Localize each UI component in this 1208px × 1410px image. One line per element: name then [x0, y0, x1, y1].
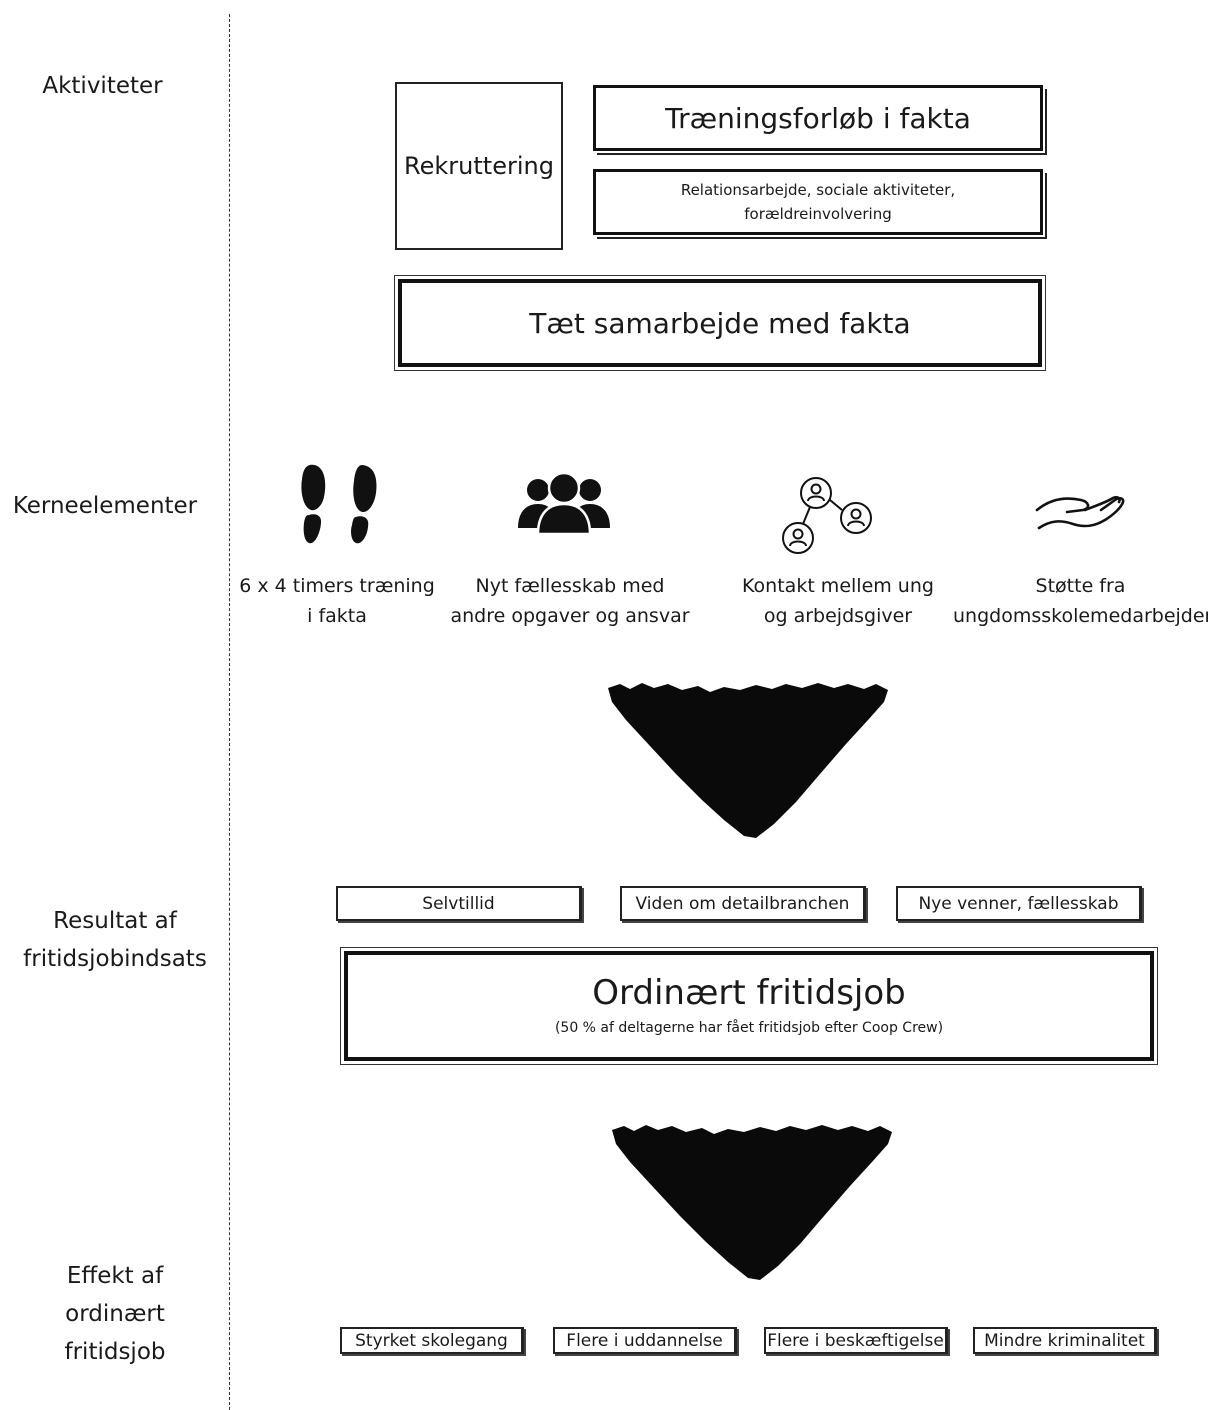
result-item: Selvtillid — [336, 886, 582, 921]
samarbejde-label: Tæt samarbejde med fakta — [529, 306, 911, 340]
effect-item: Flere i beskæftigelse — [764, 1327, 948, 1354]
group-icon — [518, 472, 610, 534]
result-item-label: Selvtillid — [422, 893, 495, 914]
row-label-aktiviteter: Aktiviteter — [42, 73, 163, 99]
down-triangle-arrow — [612, 1125, 892, 1280]
traeningsforloeb-box: Træningsforløb i fakta — [593, 85, 1043, 151]
footprints-icon — [301, 464, 377, 544]
effect-item-label: Styrket skolegang — [355, 1330, 508, 1351]
result-item-label: Nye venner, fællesskab — [918, 893, 1119, 914]
relationsarbejde-box: Relationsarbejde, sociale aktiviteter, f… — [593, 169, 1043, 235]
ordinaert-fritidsjob-box: Ordinært fritidsjob (50 % af deltagerne … — [340, 947, 1158, 1065]
effect-item-label: Flere i beskæftigelse — [767, 1330, 944, 1351]
effect-item-label: Mindre kriminalitet — [984, 1330, 1145, 1351]
samarbejde-box: Tæt samarbejde med fakta — [394, 275, 1046, 371]
dashed-divider — [229, 14, 230, 1410]
result-item: Viden om detailbranchen — [620, 886, 866, 921]
row-label-effekt: Effekt af ordinært fritidsjob — [64, 1263, 166, 1365]
result-item: Nye venner, fællesskab — [896, 886, 1142, 921]
network-icon — [782, 477, 872, 554]
effect-item: Flere i uddannelse — [553, 1327, 737, 1354]
helping-hand-icon — [1035, 495, 1125, 530]
effect-item-label: Flere i uddannelse — [566, 1330, 723, 1351]
row-label-resultat: Resultat af fritidsjobindsats — [23, 908, 207, 972]
effect-item: Styrket skolegang — [340, 1327, 524, 1354]
rekruttering-box: Rekruttering — [395, 82, 563, 250]
ordinaert-fritidsjob-subtitle: (50 % af deltagerne har fået fritidsjob … — [554, 1020, 944, 1036]
result-item-label: Viden om detailbranchen — [635, 893, 850, 914]
core-element-label: Støtte fra ungdomsskolemedarbejder — [953, 575, 1208, 627]
effect-item: Mindre kriminalitet — [973, 1327, 1157, 1354]
core-element-label: Nyt fællesskab med andre opgaver og ansv… — [450, 575, 690, 627]
rekruttering-label: Rekruttering — [404, 152, 554, 180]
ordinaert-fritidsjob-title: Ordinært fritidsjob — [592, 973, 906, 1013]
core-element-label: 6 x 4 timers træning i fakta — [239, 575, 435, 627]
row-label-kerneelementer: Kerneelementer — [12, 493, 198, 519]
traeningsforloeb-label: Træningsforløb i fakta — [665, 101, 971, 135]
relationsarbejde-label: Relationsarbejde, sociale aktiviteter, f… — [680, 181, 956, 223]
down-triangle-arrow — [608, 683, 888, 838]
core-element-label: Kontakt mellem ung og arbejdsgiver — [742, 575, 934, 627]
